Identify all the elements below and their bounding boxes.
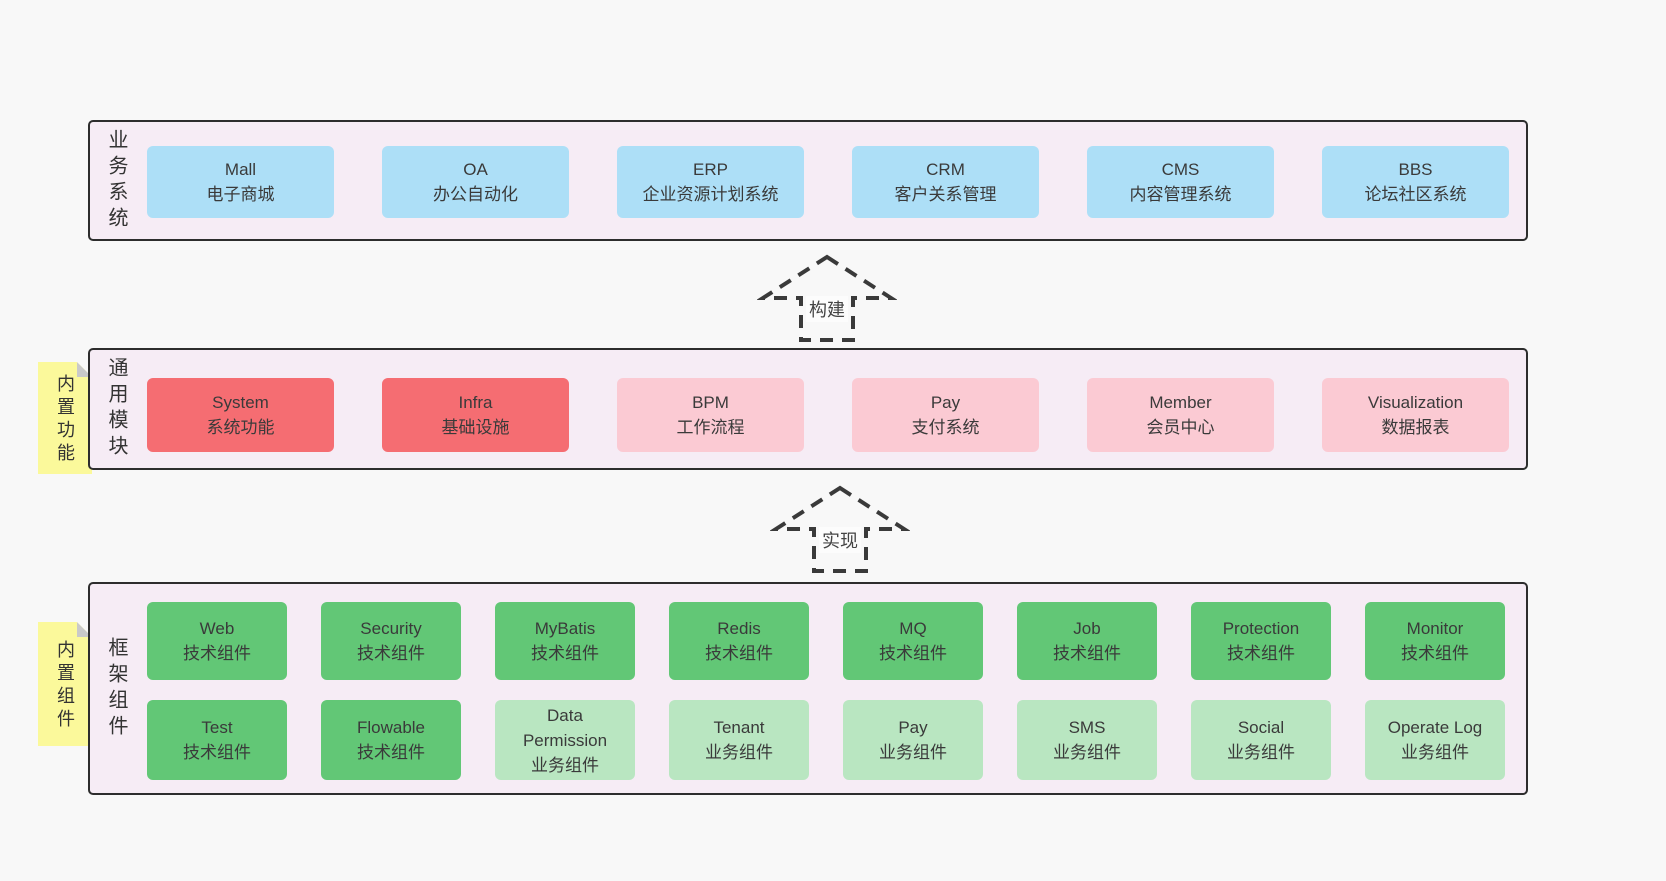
framework-components-layer: 框架组件 Web 技术组件 Security 技术组件 MyBatis 技术组件… [88,582,1528,795]
box-desc: 业务组件 [879,743,947,762]
box-desc: 系统功能 [206,418,275,437]
box-desc: 企业资源计划系统 [642,185,779,204]
box-name: OA [463,160,488,179]
box-desc: 业务组件 [1401,743,1469,762]
box-name: Pay [930,393,961,412]
box-name: Social [1237,718,1285,737]
box-desc: 工作流程 [676,418,745,437]
box-name: Protection [1222,619,1300,638]
box-mq: MQ 技术组件 [843,602,983,680]
box-job: Job 技术组件 [1017,602,1157,680]
box-name: Infra [458,393,493,412]
box-desc: 技术组件 [183,743,251,762]
box-name: Monitor [1406,619,1464,638]
box-erp: ERP 企业资源计划系统 [617,146,804,218]
box-name: Pay [898,718,928,737]
box-name: CMS [1161,160,1200,179]
build-arrow-label: 构建 [806,296,848,322]
box-bpm: BPM 工作流程 [617,378,804,452]
box-name: Visualization [1367,393,1464,412]
box-name: ERP [693,160,728,179]
box-desc: 数据报表 [1381,418,1450,437]
box-name: MQ [899,619,927,638]
box-name: Test [201,718,233,737]
box-security: Security 技术组件 [321,602,461,680]
business-systems-label: 业务系统 [105,128,127,233]
box-name: Web [199,619,235,638]
implement-arrow-label: 实现 [819,527,861,553]
box-tenant: Tenant 业务组件 [669,700,809,780]
box-mybatis: MyBatis 技术组件 [495,602,635,680]
box-desc: 内容管理系统 [1129,185,1232,204]
box-data-permission: Data Permission 业务组件 [495,700,635,780]
box-desc: 技术组件 [1053,644,1121,663]
box-desc: 技术组件 [879,644,947,663]
box-visualization: Visualization 数据报表 [1322,378,1509,452]
box-cms: CMS 内容管理系统 [1087,146,1274,218]
box-desc: 业务组件 [531,755,599,775]
box-name: Member [1149,393,1212,412]
box-name: System [212,393,269,412]
box-web: Web 技术组件 [147,602,287,680]
builtin-features-note: 内置功能 [38,362,92,474]
box-name: CRM [926,160,965,179]
box-monitor: Monitor 技术组件 [1365,602,1505,680]
box-desc: 技术组件 [357,644,425,663]
box-name: Data Permission [522,705,608,750]
box-pay-system: Pay 支付系统 [852,378,1039,452]
box-name: Job [1073,619,1101,638]
box-name: BBS [1398,160,1433,179]
box-desc: 业务组件 [1227,743,1295,762]
box-name: MyBatis [534,619,596,638]
box-pay-component: Pay 业务组件 [843,700,983,780]
box-desc: 支付系统 [911,418,980,437]
framework-components-label: 框架组件 [105,636,127,741]
business-systems-layer: 业务系统 Mall 电子商城 OA 办公自动化 ERP 企业资源计划系统 CRM… [88,120,1528,241]
box-name: Tenant [713,718,765,737]
box-desc: 技术组件 [531,644,599,663]
box-desc: 技术组件 [705,644,773,663]
implement-arrow: 实现 [770,483,910,575]
box-desc: 客户关系管理 [894,185,997,204]
box-system: System 系统功能 [147,378,334,452]
box-name: SMS [1068,718,1106,737]
box-name: Mall [224,160,257,179]
box-crm: CRM 客户关系管理 [852,146,1039,218]
box-sms: SMS 业务组件 [1017,700,1157,780]
box-test: Test 技术组件 [147,700,287,780]
box-desc: 电子商城 [206,185,275,204]
box-social: Social 业务组件 [1191,700,1331,780]
box-desc: 技术组件 [357,743,425,762]
box-infra: Infra 基础设施 [382,378,569,452]
build-arrow: 构建 [757,252,897,344]
up-arrow-icon [757,254,897,342]
box-name: Operate Log [1387,718,1483,737]
builtin-components-note: 内置组件 [38,622,92,746]
box-name: Redis [717,619,761,638]
box-desc: 技术组件 [1401,644,1469,663]
box-oa: OA 办公自动化 [382,146,569,218]
box-name: Security [360,619,422,638]
up-arrow-icon [770,485,910,573]
box-desc: 技术组件 [183,644,251,663]
box-flowable: Flowable 技术组件 [321,700,461,780]
box-desc: 办公自动化 [433,185,518,204]
box-name: BPM [692,393,729,412]
box-desc: 业务组件 [705,743,773,762]
box-desc: 业务组件 [1053,743,1121,762]
box-desc: 技术组件 [1227,644,1295,663]
box-protection: Protection 技术组件 [1191,602,1331,680]
common-modules-label: 通用模块 [105,357,127,461]
box-desc: 基础设施 [441,418,510,437]
box-desc: 论坛社区系统 [1364,185,1467,204]
box-redis: Redis 技术组件 [669,602,809,680]
box-mall: Mall 电子商城 [147,146,334,218]
box-desc: 会员中心 [1146,418,1215,437]
box-name: Flowable [356,718,426,737]
box-member: Member 会员中心 [1087,378,1274,452]
common-modules-layer: 通用模块 System 系统功能 Infra 基础设施 BPM 工作流程 Pay… [88,348,1528,470]
box-operate-log: Operate Log 业务组件 [1365,700,1505,780]
box-bbs: BBS 论坛社区系统 [1322,146,1509,218]
